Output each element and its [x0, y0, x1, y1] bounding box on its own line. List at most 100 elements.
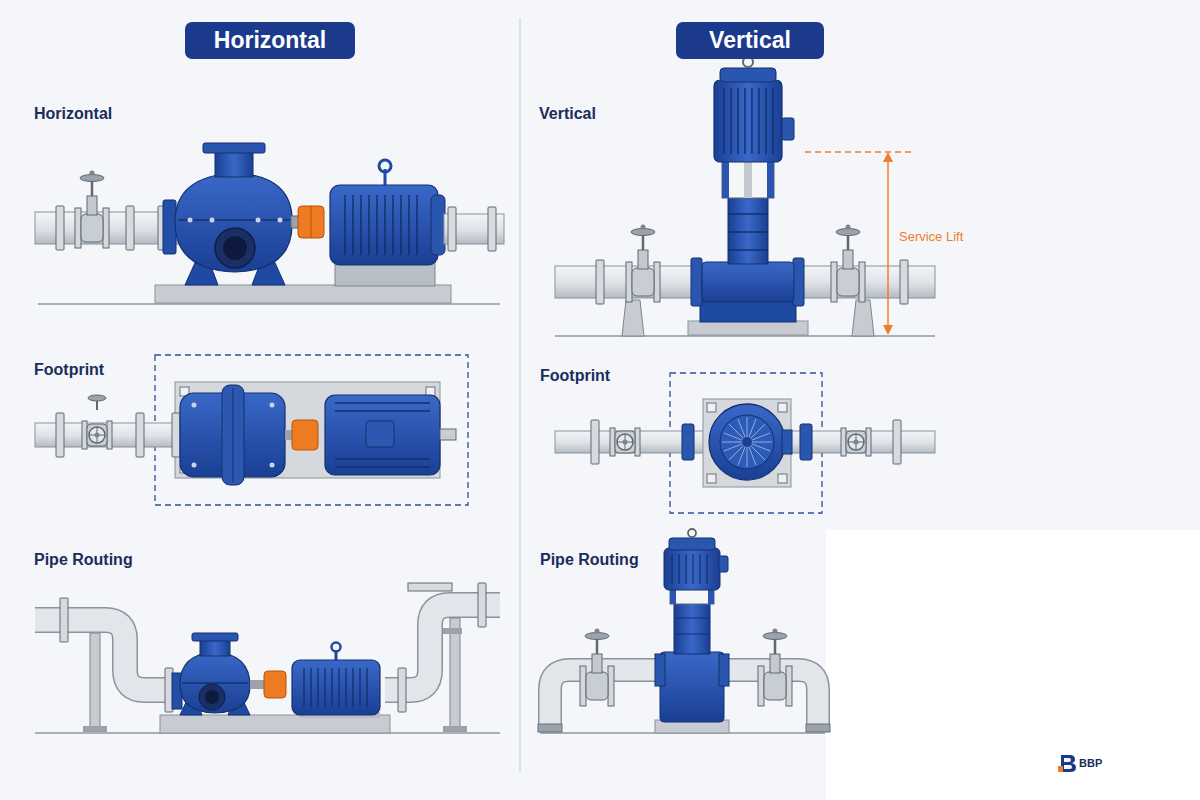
vertical-footprint-view-part — [707, 474, 716, 483]
vertical-pipe-routing-view-part — [669, 538, 715, 550]
vertical-pipe-routing-view-part — [688, 529, 696, 537]
section-header-pill: Vertical — [676, 22, 824, 59]
vertical-footprint-view-part — [722, 417, 772, 467]
service-lift-dimension-part — [883, 152, 893, 162]
logo-mark-part — [1061, 755, 1076, 772]
view-label: Footprint — [34, 361, 104, 379]
vertical-side-view-part — [626, 225, 660, 303]
vertical-side-view-part — [728, 196, 768, 264]
service-lift-dimension-part — [805, 151, 912, 152]
horizontal-pipe-routing-view-part — [192, 633, 238, 641]
blank-panel — [826, 530, 1200, 800]
horizontal-side-view-part — [163, 200, 176, 254]
horizontal-footprint-view-part — [155, 355, 468, 505]
vertical-pipe-routing-view-part — [719, 556, 728, 572]
horizontal-footprint-view-part — [233, 388, 234, 482]
horizontal-pipe-routing-view-part — [478, 583, 486, 627]
dimension-label: Service Lift — [896, 228, 966, 245]
view-label: Vertical — [539, 105, 596, 123]
horizontal-footprint-view-part — [192, 463, 197, 468]
view-label: Pipe Routing — [540, 551, 639, 569]
horizontal-side-view-part — [256, 218, 261, 223]
horizontal-side-view — [35, 143, 504, 304]
vertical-footprint-view-part — [778, 403, 787, 412]
horizontal-footprint-view-part — [56, 413, 64, 457]
service-lift-dimension-part — [883, 325, 893, 335]
logo-mark-part — [1058, 766, 1063, 772]
vertical-side-view-part — [724, 88, 773, 154]
horizontal-pipe-routing-view-part — [200, 640, 230, 656]
vertical-side-view-part — [714, 80, 782, 162]
vertical-footprint-view-part — [707, 403, 716, 412]
horizontal-side-view-part — [448, 207, 456, 251]
logo-text: BBP — [1079, 757, 1102, 769]
vertical-footprint-view-part — [703, 399, 791, 487]
vertical-footprint-view-part — [720, 415, 774, 469]
horizontal-footprint-view-part — [175, 382, 440, 478]
vertical-side-view-part — [767, 160, 774, 198]
horizontal-side-view-part — [345, 195, 417, 255]
vertical-pipe-routing-view-part — [758, 629, 792, 707]
horizontal-pipe-routing-view-part — [398, 668, 406, 712]
horizontal-footprint-view-part — [292, 420, 318, 450]
vertical-side-view-part — [900, 260, 908, 304]
horizontal-footprint-view — [35, 355, 468, 505]
horizontal-pipe-routing-view-part — [304, 668, 367, 707]
vertical-side-view-part — [691, 258, 702, 306]
service-lift-dimension-part — [887, 158, 889, 329]
logo-mark-part — [1064, 758, 1072, 769]
vertical-pipe-routing-view-part — [672, 554, 707, 584]
vertical-side-view-part — [722, 160, 729, 198]
horizontal-footprint-view-part — [82, 421, 112, 449]
horizontal-side-view-part — [431, 195, 445, 255]
vertical-side-view-part — [831, 225, 865, 303]
horizontal-side-view-part — [215, 152, 253, 177]
horizontal-pipe-routing-view-part — [450, 618, 460, 729]
horizontal-side-view-part — [210, 218, 215, 223]
horizontal-side-view-part — [278, 218, 283, 223]
horizontal-side-view-part — [330, 185, 438, 265]
horizontal-pipe-routing-view-part — [332, 643, 341, 652]
vertical-pipe-routing-view-part — [538, 724, 562, 732]
horizontal-side-view-part — [126, 206, 134, 250]
horizontal-pipe-routing-view-part — [60, 598, 68, 642]
vertical-footprint-view-part — [893, 420, 901, 464]
vertical-side-view-part — [555, 335, 935, 336]
horizontal-footprint-view-part — [440, 429, 456, 440]
horizontal-footprint-view-part — [366, 421, 394, 447]
horizontal-pipe-routing-view-part — [264, 671, 286, 698]
horizontal-side-view-part — [178, 219, 290, 221]
horizontal-side-view-part — [188, 218, 193, 223]
vertical-pipe-routing-view — [538, 529, 830, 733]
horizontal-footprint-view-part — [325, 395, 440, 475]
vertical-side-view-part — [688, 321, 808, 335]
view-label: Horizontal — [34, 105, 112, 123]
vertical-pipe-routing-view-part — [580, 629, 614, 707]
vertical-footprint-view-part — [742, 437, 752, 447]
vertical-side-view-part — [744, 160, 752, 198]
vertical-footprint-view-part — [782, 430, 792, 454]
vertical-pipe-routing-view-part — [674, 618, 710, 634]
vertical-side-view-part — [596, 260, 604, 304]
horizontal-footprint-view-part — [192, 403, 197, 408]
horizontal-pipe-routing-view-part — [443, 726, 467, 732]
vertical-side-view-part — [793, 258, 804, 306]
vertical-footprint-view-part — [591, 420, 599, 464]
vertical-footprint-view-part — [709, 404, 785, 480]
horizontal-side-view-part — [56, 206, 64, 250]
vertical-footprint-view-part — [610, 428, 640, 456]
horizontal-footprint-view-part — [335, 403, 430, 467]
vertical-side-view-part — [622, 300, 644, 336]
horizontal-side-view-part — [335, 262, 435, 286]
horizontal-pipe-routing-view-part — [90, 633, 100, 729]
horizontal-side-view-part — [311, 206, 312, 238]
horizontal-pipe-routing-view-part — [83, 726, 107, 732]
horizontal-footprint-view-part — [270, 403, 275, 408]
horizontal-pipe-routing-view-part — [35, 620, 178, 690]
horizontal-footprint-view-part — [270, 463, 275, 468]
vertical-side-view-part — [852, 300, 874, 336]
header-text: Vertical — [709, 27, 791, 54]
vertical-side-view-part — [782, 118, 794, 140]
horizontal-pipe-routing-view-part — [205, 690, 219, 704]
